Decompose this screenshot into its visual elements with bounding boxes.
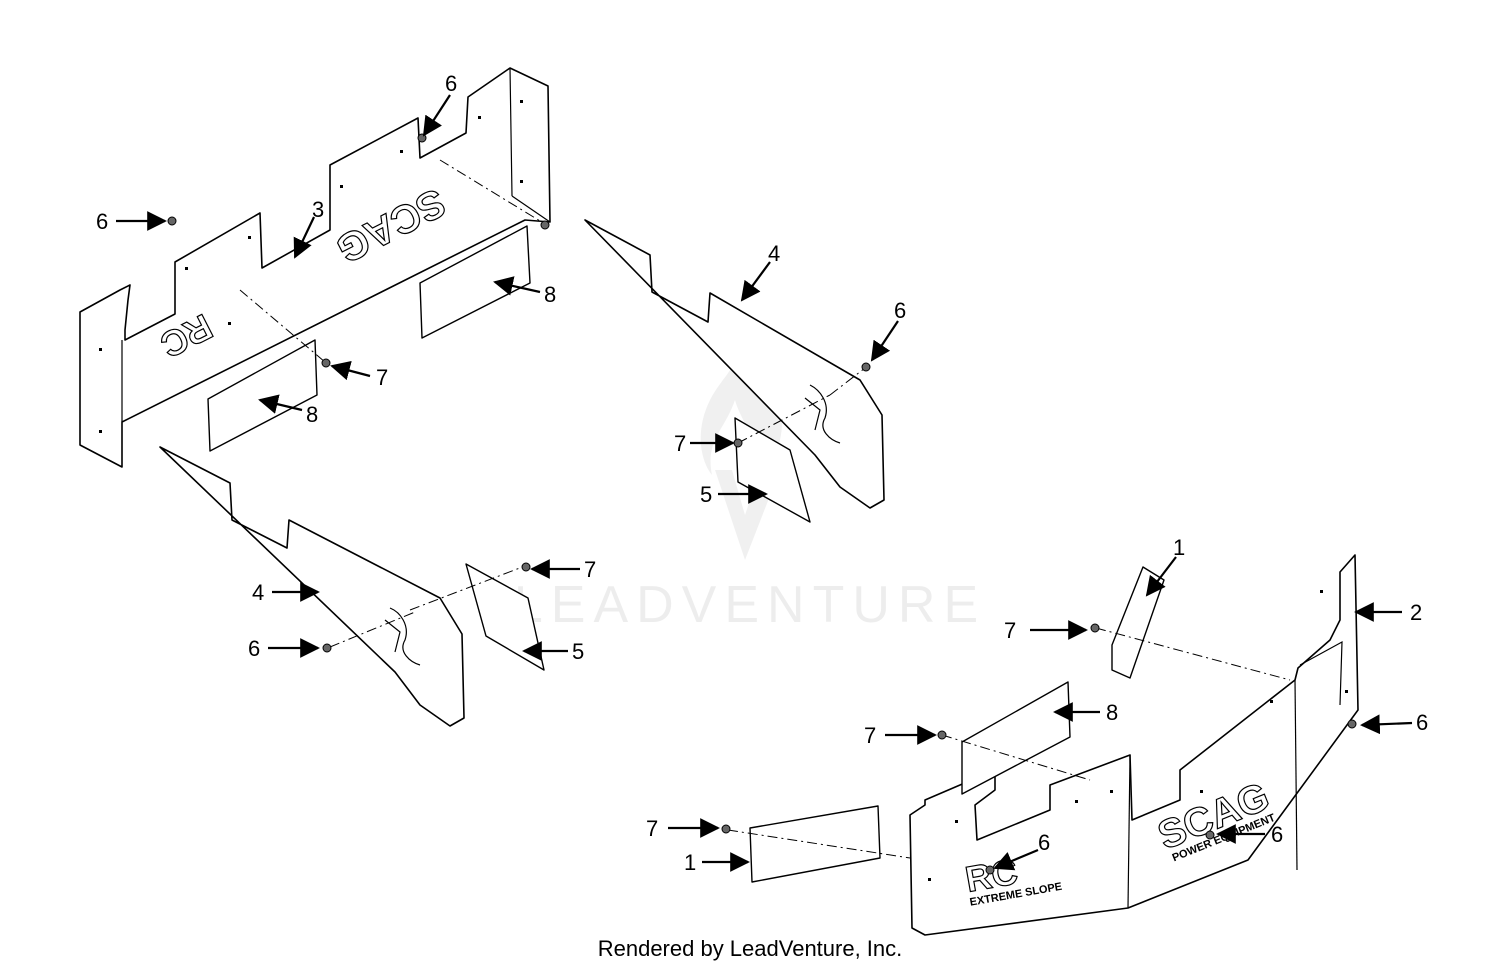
watermark-text: LEADVENTURE [514,576,986,634]
callout-8-upper: 8 [544,282,556,307]
callout-8-lower: 8 [306,402,318,427]
callout-3: 3 [312,197,324,222]
part-5-plate-right [734,417,811,523]
callout-6-front-center: 6 [1271,822,1283,847]
part-4-side-panel-left [159,446,465,727]
part-2-front-panel: SCAG POWER EQUIPMENT RC EXTREME SLOPE [909,554,1359,936]
callout-7-rear: 7 [376,365,388,390]
callout-7-front-mid: 7 [864,723,876,748]
part-4-side-panel-right [584,219,885,509]
callout-7-front-lower: 7 [646,816,658,841]
callout-6-front-left: 6 [1038,830,1050,855]
callout-4-left: 4 [252,580,264,605]
part-3-rear-panel: SCAG RC [79,67,551,468]
callout-5-right: 5 [700,482,712,507]
callout-2: 2 [1410,600,1422,625]
callout-1-lower: 1 [684,850,696,875]
callout-6-right: 6 [894,298,906,323]
callout-7-right: 7 [674,431,686,456]
callout-7-left: 7 [584,557,596,582]
callout-1-upper: 1 [1173,535,1185,560]
callout-arrows [116,94,1413,872]
part-1-plate-lower [749,805,881,883]
callout-6-front-right: 6 [1416,710,1428,735]
callout-5-left: 5 [572,639,584,664]
callout-8-front: 8 [1106,700,1118,725]
callout-6-top: 6 [445,71,457,96]
callout-6-left-lower: 6 [248,636,260,661]
footer-credit: Rendered by LeadVenture, Inc. [598,936,903,961]
callout-labels: 6 6 3 8 7 8 4 6 7 5 1 2 7 6 7 8 7 1 6 6 … [96,71,1428,875]
callout-7-front-upper: 7 [1004,618,1016,643]
part-8-plate-front [961,681,1071,795]
callout-4-right: 4 [768,241,780,266]
part-8-plate-upper [419,225,531,339]
callout-6-left: 6 [96,209,108,234]
